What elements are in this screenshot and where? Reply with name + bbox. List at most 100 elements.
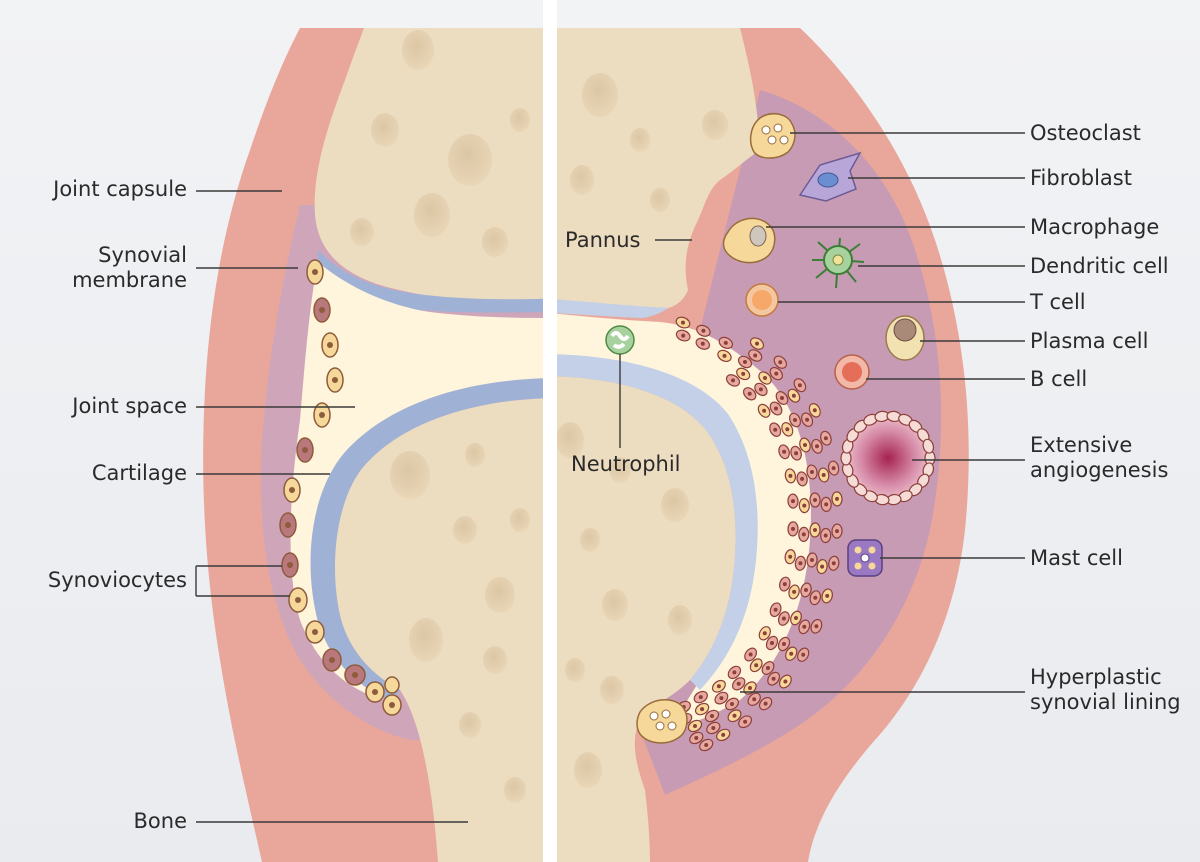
lining-cell-nucleus <box>681 334 685 338</box>
lining-cell-nucleus <box>783 582 787 586</box>
lining-cell-nucleus <box>759 387 763 391</box>
lining-cell-nucleus <box>699 695 703 699</box>
upper-bone-left <box>315 28 560 305</box>
label-synovial-membrane-line1: Synovial <box>72 243 187 268</box>
lining-cell-nucleus <box>813 528 817 532</box>
label-pannus: Pannus <box>565 228 640 253</box>
angiogenesis-vessel <box>841 410 935 505</box>
lining-cell-nucleus <box>822 473 826 477</box>
lining-cell-nucleus <box>700 707 704 711</box>
lining-cell-nucleus <box>791 499 795 503</box>
lining-cell-nucleus <box>803 443 807 447</box>
lining-cell-nucleus <box>824 502 828 506</box>
ra-joint-half <box>540 28 969 862</box>
label-hyperplastic-synovial-lining-line1: Hyperplastic <box>1030 665 1181 690</box>
label-macrophage: Macrophage <box>1030 215 1159 240</box>
lining-cell-nucleus <box>701 329 705 333</box>
lining-cell-nucleus <box>802 532 806 536</box>
lining-cell-nucleus <box>791 527 795 531</box>
lining-cell-nucleus <box>782 642 786 646</box>
lining-cell-nucleus <box>778 360 782 364</box>
lining-cell-nucleus <box>824 534 828 538</box>
lining-cell-nucleus <box>748 686 752 690</box>
lining-cell-nucleus <box>762 409 766 413</box>
lining-cell-nucleus <box>835 497 839 501</box>
lining-cell-nucleus <box>754 663 758 667</box>
neutrophil-cell <box>606 326 634 354</box>
lining-cell-nucleus <box>737 682 741 686</box>
label-osteoclast: Osteoclast <box>1030 121 1141 146</box>
lining-cell-nucleus <box>730 702 734 706</box>
lining-cell-nucleus <box>743 360 747 364</box>
lining-cell-nucleus <box>721 733 725 737</box>
lining-cell-nucleus <box>752 697 756 701</box>
lining-cell-nucleus <box>792 590 796 594</box>
label-bone: Bone <box>134 809 187 834</box>
label-dendritic-cell: Dendritic cell <box>1030 254 1169 279</box>
lining-cell-nucleus <box>719 696 723 700</box>
t-cell <box>746 284 778 316</box>
lining-cell-nucleus <box>780 396 784 400</box>
lining-cell-nucleus <box>774 372 778 376</box>
lining-cell-nucleus <box>810 470 814 474</box>
lining-cell-nucleus <box>813 408 817 412</box>
lining-cell-nucleus <box>783 680 787 684</box>
lining-cell-nucleus <box>788 474 792 478</box>
lining-cell-nucleus <box>802 625 806 629</box>
label-extensive-angiogenesis-line1: Extensive <box>1030 433 1168 458</box>
lining-cell-nucleus <box>835 529 839 533</box>
lining-cell-nucleus <box>832 466 836 470</box>
osteoclast-cell <box>751 114 795 158</box>
lining-cell-nucleus <box>731 378 735 382</box>
lining-cell-nucleus <box>681 321 685 325</box>
lining-cell-nucleus <box>693 724 697 728</box>
lining-cell-nucleus <box>694 736 698 740</box>
lining-cell-nucleus <box>774 608 778 612</box>
lining-cell-nucleus <box>701 342 705 346</box>
lining-cell-nucleus <box>802 504 806 508</box>
label-synovial-membrane-line2: membrane <box>72 268 187 293</box>
lining-cell-nucleus <box>798 383 802 387</box>
lining-cell-nucleus <box>748 392 752 396</box>
lining-cell-nucleus <box>710 714 714 718</box>
lining-cell-nucleus <box>717 684 721 688</box>
label-fibroblast: Fibroblast <box>1030 166 1132 191</box>
label-cartilage: Cartilage <box>92 461 187 486</box>
osteoclast-cell-bottom <box>637 700 687 743</box>
lining-cell-nucleus <box>723 354 727 358</box>
lining-cell-nucleus <box>798 561 802 565</box>
label-b-cell: B cell <box>1030 367 1087 392</box>
label-synovial-membrane: Synovial membrane <box>72 243 187 293</box>
lining-cell-nucleus <box>801 653 805 657</box>
lining-cell-nucleus <box>805 418 809 422</box>
lining-cell-nucleus <box>794 616 798 620</box>
lining-cell-nucleus <box>724 341 728 345</box>
mast-cell <box>848 540 882 576</box>
label-joint-capsule: Joint capsule <box>53 177 187 202</box>
lining-cell-nucleus <box>773 428 777 432</box>
lining-cell-nucleus <box>800 477 804 481</box>
lining-cell-nucleus <box>782 450 786 454</box>
lining-cell-nucleus <box>788 555 792 559</box>
lining-cell-nucleus <box>755 342 759 346</box>
lining-cell-nucleus <box>813 596 817 600</box>
lining-cell-nucleus <box>753 354 757 358</box>
label-joint-space: Joint space <box>72 394 187 419</box>
lining-cell-nucleus <box>815 444 819 448</box>
lining-cell-nucleus <box>789 652 793 656</box>
lining-cell-nucleus <box>733 714 737 718</box>
lining-cell-nucleus <box>711 726 715 730</box>
lining-cell-nucleus <box>741 372 745 376</box>
lining-cell-nucleus <box>766 666 770 670</box>
lining-cell-nucleus <box>732 670 736 674</box>
label-hyperplastic-synovial-lining: Hyperplastic synovial lining <box>1030 665 1181 715</box>
lining-cell-nucleus <box>820 565 824 569</box>
lining-cell-nucleus <box>782 617 786 621</box>
lining-cell-nucleus <box>814 624 818 628</box>
lining-cell-nucleus <box>792 394 796 398</box>
lining-cell-nucleus <box>824 436 828 440</box>
label-t-cell: T cell <box>1030 290 1086 315</box>
lining-cell-nucleus <box>743 720 747 724</box>
